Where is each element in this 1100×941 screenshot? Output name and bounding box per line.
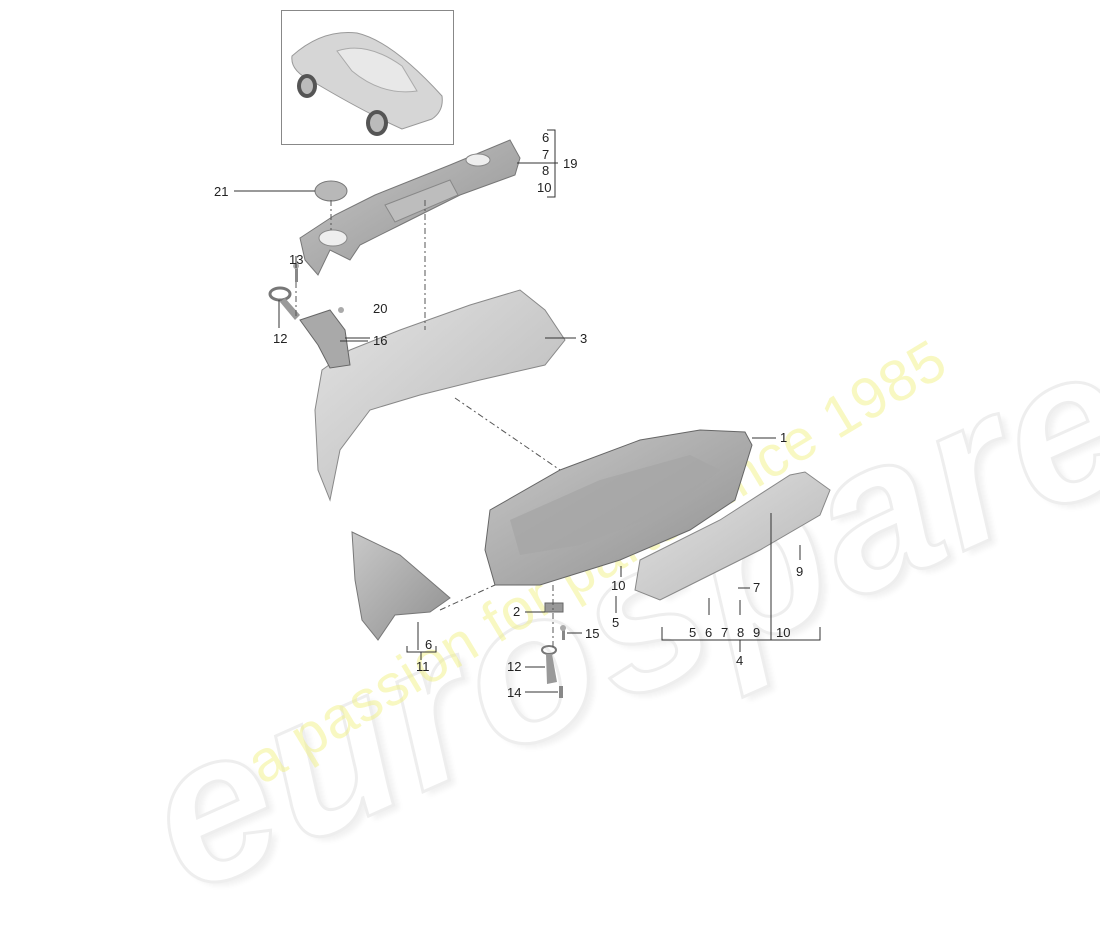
vehicle-thumbnail [281,10,454,145]
assembly-lines [295,200,561,650]
callout-11[interactable]: 11 [416,659,430,674]
callout-19-sub-7: 7 [542,147,550,162]
callout-12-lower[interactable]: 12 [507,659,522,674]
callout-20[interactable]: 20 [373,301,388,316]
callout-14[interactable]: 14 [507,685,522,700]
callout-19-sub-10: 10 [537,180,552,195]
callout-15[interactable]: 15 [585,626,600,641]
callout-10[interactable]: 10 [611,578,626,593]
car-icon [291,31,443,136]
part-16-bracket[interactable] [299,309,351,369]
part-14-screw[interactable] [559,686,563,698]
callout-19[interactable]: 19 [563,156,578,171]
part-11-side-panel[interactable] [351,531,451,641]
part-12-lower-lashing-eye[interactable] [541,645,557,684]
callout-3[interactable]: 3 [580,331,588,346]
part-4-sill-trim[interactable] [634,471,831,601]
callout-4-sub-7: 7 [721,625,729,640]
callout-1[interactable]: 1 [780,430,788,445]
callout-7[interactable]: 7 [753,580,761,595]
leader-lines [234,129,821,693]
part-2-clip[interactable] [544,602,564,613]
callout-12-upper[interactable]: 12 [273,331,288,346]
callout-16[interactable]: 16 [373,333,388,348]
callout-5[interactable]: 5 [612,615,620,630]
part-20-clip[interactable] [338,307,344,313]
parts-diagram [234,129,831,698]
callout-4[interactable]: 4 [736,653,744,668]
callout-9[interactable]: 9 [796,564,804,579]
part-15-screw[interactable] [560,625,566,640]
callout-19-sub-8: 8 [542,163,550,178]
callout-11-sub-6: 6 [425,637,433,652]
callout-19-sub-6: 6 [542,130,550,145]
part-19-rear-trim-panel[interactable] [299,139,521,276]
part-21-cap[interactable] [314,180,348,202]
callout-4-sub-6: 6 [705,625,713,640]
part-3-side-lining[interactable] [314,289,566,502]
callout-21[interactable]: 21 [214,184,229,199]
part-12-lashing-eye[interactable] [268,286,300,320]
callout-4-sub-8: 8 [737,625,745,640]
callout-4-sub-10: 10 [776,625,791,640]
callout-2[interactable]: 2 [513,604,521,619]
callout-4-sub-9: 9 [753,625,761,640]
callout-4-sub-5: 5 [689,625,697,640]
callout-13[interactable]: 13 [289,252,304,267]
